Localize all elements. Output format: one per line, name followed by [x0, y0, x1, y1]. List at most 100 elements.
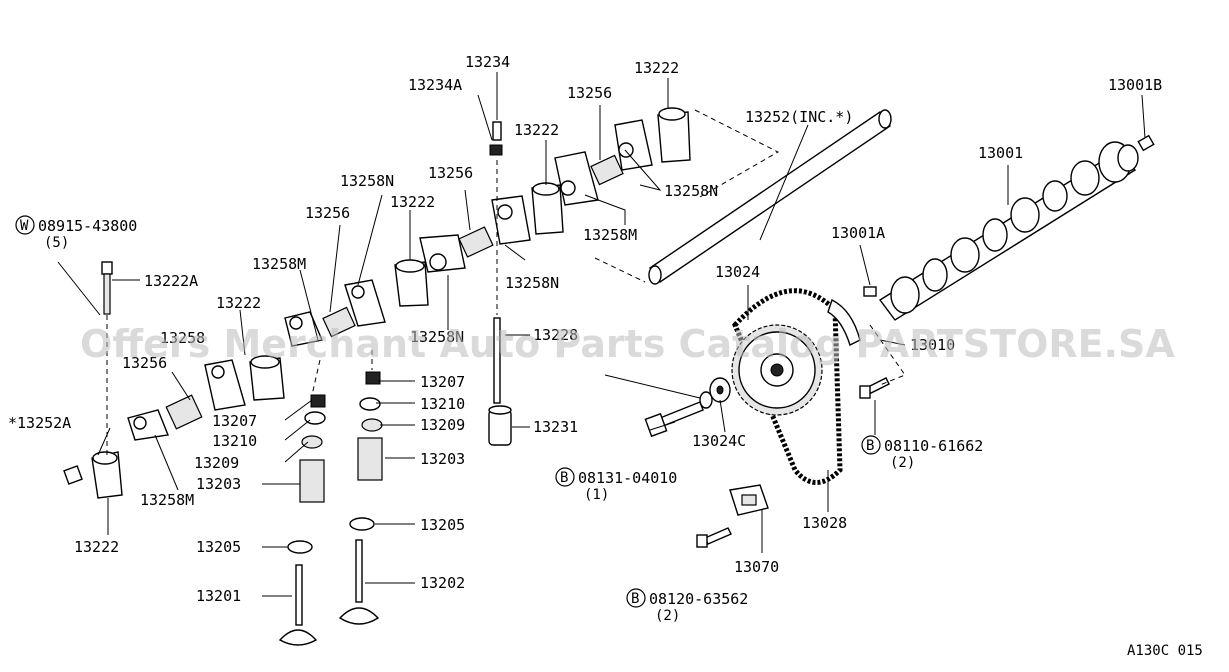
label-13207-r: 13207: [420, 373, 465, 391]
bolt-callout-08120: B 08120-63562 (2): [626, 588, 748, 624]
chain-tensioner[interactable]: [729, 484, 769, 516]
label-13234: 13234: [465, 53, 510, 71]
valve-spring-r[interactable]: [357, 437, 383, 481]
sprocket-washer[interactable]: [699, 377, 731, 409]
leader-lines: [57, 72, 1146, 597]
camshaft[interactable]: [878, 134, 1155, 321]
label-13028: 13028: [802, 514, 847, 532]
bolt-08915-letter: W: [20, 218, 29, 234]
label-13258m-b: 13258M: [252, 255, 306, 273]
label-13231: 13231: [533, 418, 578, 436]
label-13222a: 13222A: [144, 272, 198, 290]
label-13210-l: 13210: [212, 432, 257, 450]
label-13258n-c: 13258N: [410, 328, 464, 346]
label-13228: 13228: [533, 326, 578, 344]
shaft-plug-13252a[interactable]: [63, 465, 83, 485]
spring-retainer-l[interactable]: [304, 411, 326, 425]
nut-13234a[interactable]: [489, 144, 503, 156]
bolt-08131-qty: (1): [584, 487, 609, 503]
label-13222-d: 13222: [216, 294, 261, 312]
label-13024: 13024: [715, 263, 760, 281]
exhaust-valve[interactable]: [278, 564, 318, 646]
label-13258m-c: 13258M: [140, 491, 194, 509]
label-13256-top: 13256: [567, 84, 612, 102]
watermark: Offers Merchant Auto Parts Catalog PARTS…: [80, 322, 1175, 366]
valve-collet-r[interactable]: [365, 371, 381, 385]
spring-seat-r[interactable]: [349, 517, 375, 531]
adjust-screw-13234[interactable]: [492, 121, 502, 141]
bolt-08915-qty: (5): [44, 235, 69, 251]
rocker-arm-5[interactable]: [419, 234, 466, 273]
pivot-5[interactable]: [657, 107, 691, 163]
label-13222-c: 13222: [390, 193, 435, 211]
guide-bolt[interactable]: [859, 377, 890, 399]
label-13258n-a: 13258N: [340, 172, 394, 190]
label-13210-r: 13210: [420, 395, 465, 413]
bolt-08120-qty: (2): [655, 608, 680, 624]
valve-lifter[interactable]: [488, 405, 512, 446]
label-13252a: *13252A: [8, 414, 71, 432]
bolt-08915-number: 08915-43800: [38, 217, 137, 235]
footer-code: A130C 015: [1127, 643, 1203, 659]
label-13258-partial: 13258: [160, 329, 205, 347]
chain-guide[interactable]: [827, 299, 861, 346]
pivot-2[interactable]: [249, 355, 285, 401]
valve-seal-l[interactable]: [301, 435, 323, 449]
intake-valve[interactable]: [338, 539, 380, 625]
label-13256-d: 13256: [122, 354, 167, 372]
label-13222-mid: 13222: [514, 121, 559, 139]
rocker-shaft[interactable]: [648, 109, 892, 285]
bolt-callout-08110: B 08110-61662 (2): [861, 435, 983, 471]
label-13201: 13201: [196, 587, 241, 605]
spring-retainer-r[interactable]: [359, 397, 381, 411]
bolt-callout-08915: W 08915-43800 (5): [15, 215, 137, 251]
rocker-arm-6[interactable]: [491, 195, 531, 245]
label-13202: 13202: [420, 574, 465, 592]
label-13205-r: 13205: [420, 516, 465, 534]
part-labels: 13234 13234A 13222 13256 13222 13252(INC…: [8, 53, 1162, 605]
rocker-spring-4[interactable]: [590, 154, 624, 186]
rocker-spring-1[interactable]: [165, 394, 203, 430]
label-13209-l: 13209: [194, 454, 239, 472]
label-13001a: 13001A: [831, 224, 885, 242]
label-13001b: 13001B: [1108, 76, 1162, 94]
label-13024c: 13024C: [692, 432, 746, 450]
pivot-1[interactable]: [91, 451, 123, 499]
bolt-08120-letter: B: [631, 591, 639, 607]
label-13256-c: 13256: [305, 204, 350, 222]
sprocket-bolt[interactable]: [644, 401, 704, 438]
label-13205-l: 13205: [196, 538, 241, 556]
label-13070: 13070: [734, 558, 779, 576]
bolt-08120-number: 08120-63562: [649, 590, 748, 608]
push-rod[interactable]: [493, 317, 501, 404]
camshaft-sprocket[interactable]: [731, 324, 823, 416]
valve-collet-l[interactable]: [310, 394, 326, 408]
bolt-08110-letter: B: [866, 438, 874, 454]
label-13222-top: 13222: [634, 59, 679, 77]
label-13203-r: 13203: [420, 450, 465, 468]
valve-seal-r[interactable]: [361, 418, 383, 432]
camshaft-plug[interactable]: [863, 286, 877, 297]
bolt-08131-letter: B: [560, 470, 568, 486]
spring-seat-l[interactable]: [287, 540, 313, 554]
label-13207-l: 13207: [212, 412, 257, 430]
rocker-spring-3[interactable]: [458, 226, 494, 258]
rocker-bolt[interactable]: [101, 261, 113, 315]
label-13252: 13252(INC.*): [745, 108, 853, 126]
rocker-arm-4[interactable]: [344, 279, 386, 327]
bolt-callout-08131: B 08131-04010 (1): [555, 467, 677, 503]
bolt-08110-number: 08110-61662: [884, 437, 983, 455]
label-13256-b: 13256: [428, 164, 473, 182]
pivot-4[interactable]: [531, 182, 564, 235]
label-13209-r: 13209: [420, 416, 465, 434]
rocker-spring-2[interactable]: [322, 306, 356, 338]
rocker-arm-1[interactable]: [127, 409, 169, 441]
valve-spring-l[interactable]: [299, 459, 325, 503]
rocker-arm-2[interactable]: [204, 359, 246, 411]
tensioner-bolt[interactable]: [696, 527, 732, 548]
rocker-arm-8[interactable]: [614, 119, 653, 171]
label-13203-l: 13203: [196, 475, 241, 493]
pivot-3[interactable]: [394, 259, 429, 307]
label-13234a: 13234A: [408, 76, 462, 94]
